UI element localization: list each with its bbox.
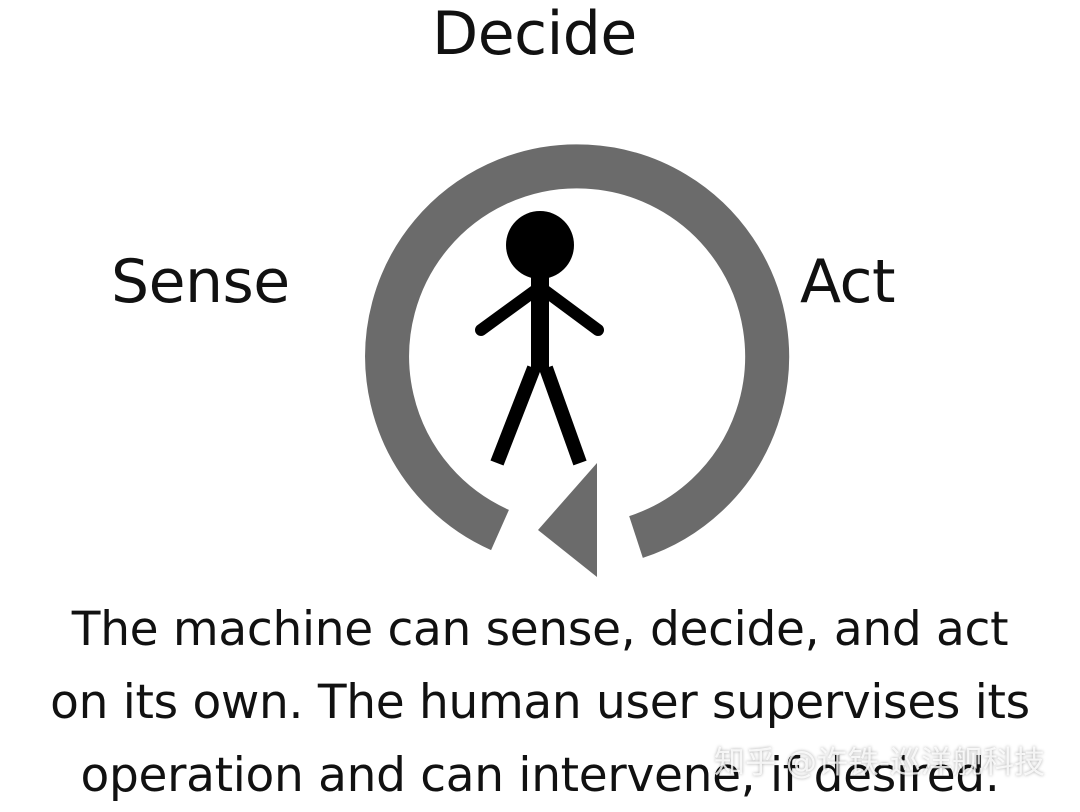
caption-line: operation and can intervene, if desired. <box>80 748 1000 803</box>
watermark: 知乎 @许铁-巡洋舰科技 <box>714 745 1046 781</box>
caption-line: The machine can sense, decide, and act <box>71 602 1009 657</box>
stick-figure-icon <box>475 211 604 466</box>
circular-arrow-icon <box>365 144 790 577</box>
caption-line: on its own. The human user supervises it… <box>50 675 1030 730</box>
figure-left-leg <box>490 365 541 466</box>
act-label: Act <box>800 247 896 317</box>
figure-right-leg <box>539 365 587 466</box>
sense-label: Sense <box>111 247 290 317</box>
figure-head <box>506 211 574 279</box>
figure-left-arm <box>475 281 546 336</box>
decide-label: Decide <box>432 0 637 69</box>
figure-right-arm <box>534 281 604 336</box>
diagram-caption: The machine can sense, decide, and act o… <box>0 593 1080 812</box>
cycle-arrow-ring <box>365 144 790 558</box>
cycle-arrowhead <box>538 463 597 577</box>
